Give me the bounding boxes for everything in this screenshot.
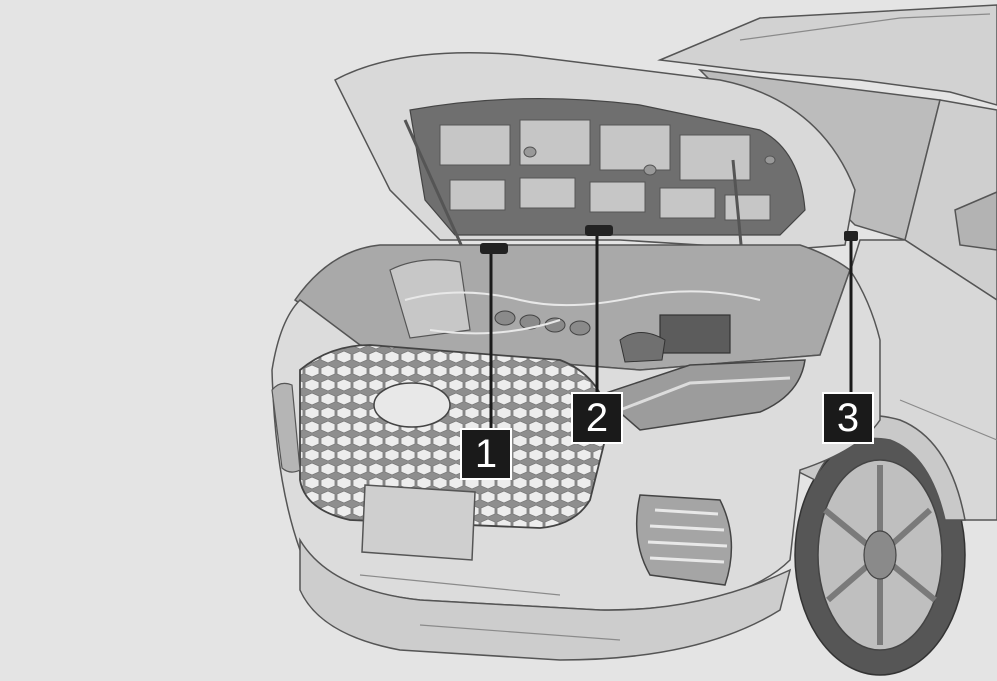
side-mirror (954, 191, 997, 251)
latch-marker-1 (480, 243, 508, 254)
headlight (598, 359, 806, 431)
latch-marker-2 (585, 225, 613, 236)
fog-light-vent (635, 494, 733, 586)
callout-2: 2 (571, 392, 623, 444)
front-grille (299, 344, 611, 529)
brand-emblem (373, 382, 451, 428)
callout-leaders (480, 225, 858, 428)
side-vent (271, 382, 301, 473)
engine-bay (293, 244, 851, 371)
callout-1: 1 (460, 428, 512, 480)
latch-marker-3 (844, 231, 858, 241)
raised-hood (334, 52, 856, 251)
license-plate (361, 484, 476, 561)
callout-3: 3 (822, 392, 874, 444)
lower-bumper (299, 537, 792, 661)
